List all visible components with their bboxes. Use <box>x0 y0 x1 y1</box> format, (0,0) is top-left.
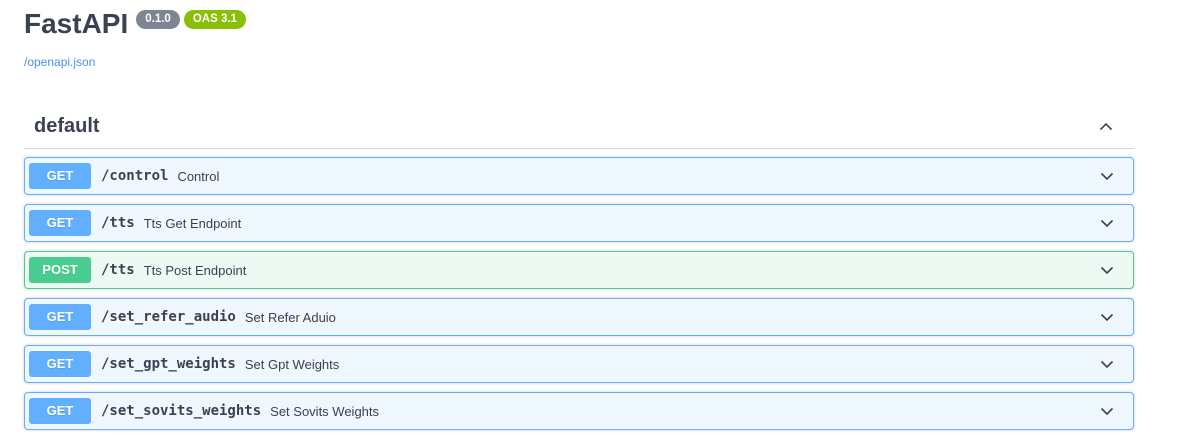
operations-list: GET /control Control GET /tts Tts Get En… <box>24 157 1134 430</box>
oas-badge: OAS 3.1 <box>183 10 246 29</box>
operation-row[interactable]: GET /set_refer_audio Set Refer Aduio <box>24 298 1134 336</box>
api-title-text: FastAPI <box>24 8 129 39</box>
operation-path: /control <box>101 168 169 184</box>
method-badge: GET <box>29 163 91 189</box>
expand-operation-button[interactable] <box>1097 354 1117 374</box>
openapi-spec-link[interactable]: /openapi.json <box>24 55 96 69</box>
chevron-up-icon <box>1099 122 1113 130</box>
operation-row[interactable]: GET /control Control <box>24 157 1134 195</box>
expand-operation-button[interactable] <box>1097 401 1117 421</box>
expand-operation-button[interactable] <box>1097 260 1117 280</box>
operation-path: /set_refer_audio <box>101 309 236 325</box>
operation-summary: Set Sovits Weights <box>270 403 380 419</box>
tag-section-default: default GET /control Control GET /tts Tt… <box>24 105 1134 430</box>
operation-row[interactable]: POST /tts Tts Post Endpoint <box>24 251 1134 289</box>
method-badge: POST <box>29 257 91 283</box>
operation-path: /tts <box>101 262 135 278</box>
operation-path: /set_gpt_weights <box>101 356 236 372</box>
operation-path: /tts <box>101 215 135 231</box>
expand-operation-button[interactable] <box>1097 307 1117 327</box>
operation-row[interactable]: GET /tts Tts Get Endpoint <box>24 204 1134 242</box>
operation-summary: Set Gpt Weights <box>244 356 340 372</box>
tag-title: default <box>34 115 100 137</box>
operation-summary: Set Refer Aduio <box>244 309 336 325</box>
method-badge: GET <box>29 304 91 330</box>
operation-summary: Control <box>177 168 220 184</box>
chevron-down-icon <box>1100 407 1114 416</box>
version-badge: 0.1.0 <box>136 10 180 29</box>
operation-row[interactable]: GET /set_sovits_weights Set Sovits Weigh… <box>24 392 1134 430</box>
operation-path: /set_sovits_weights <box>101 403 262 419</box>
chevron-down-icon <box>1100 360 1114 369</box>
chevron-down-icon <box>1100 313 1114 322</box>
operation-summary: Tts Get Endpoint <box>143 215 242 231</box>
method-badge: GET <box>29 351 91 377</box>
method-badge: GET <box>29 398 91 424</box>
expand-operation-button[interactable] <box>1097 166 1117 186</box>
method-badge: GET <box>29 210 91 236</box>
chevron-down-icon <box>1100 219 1114 228</box>
operation-summary: Tts Post Endpoint <box>143 262 247 278</box>
collapse-section-button[interactable] <box>1096 117 1116 137</box>
operation-row[interactable]: GET /set_gpt_weights Set Gpt Weights <box>24 345 1134 383</box>
chevron-down-icon <box>1100 172 1114 181</box>
expand-operation-button[interactable] <box>1097 213 1117 233</box>
tag-section-header[interactable]: default <box>24 105 1134 149</box>
chevron-down-icon <box>1100 266 1114 275</box>
